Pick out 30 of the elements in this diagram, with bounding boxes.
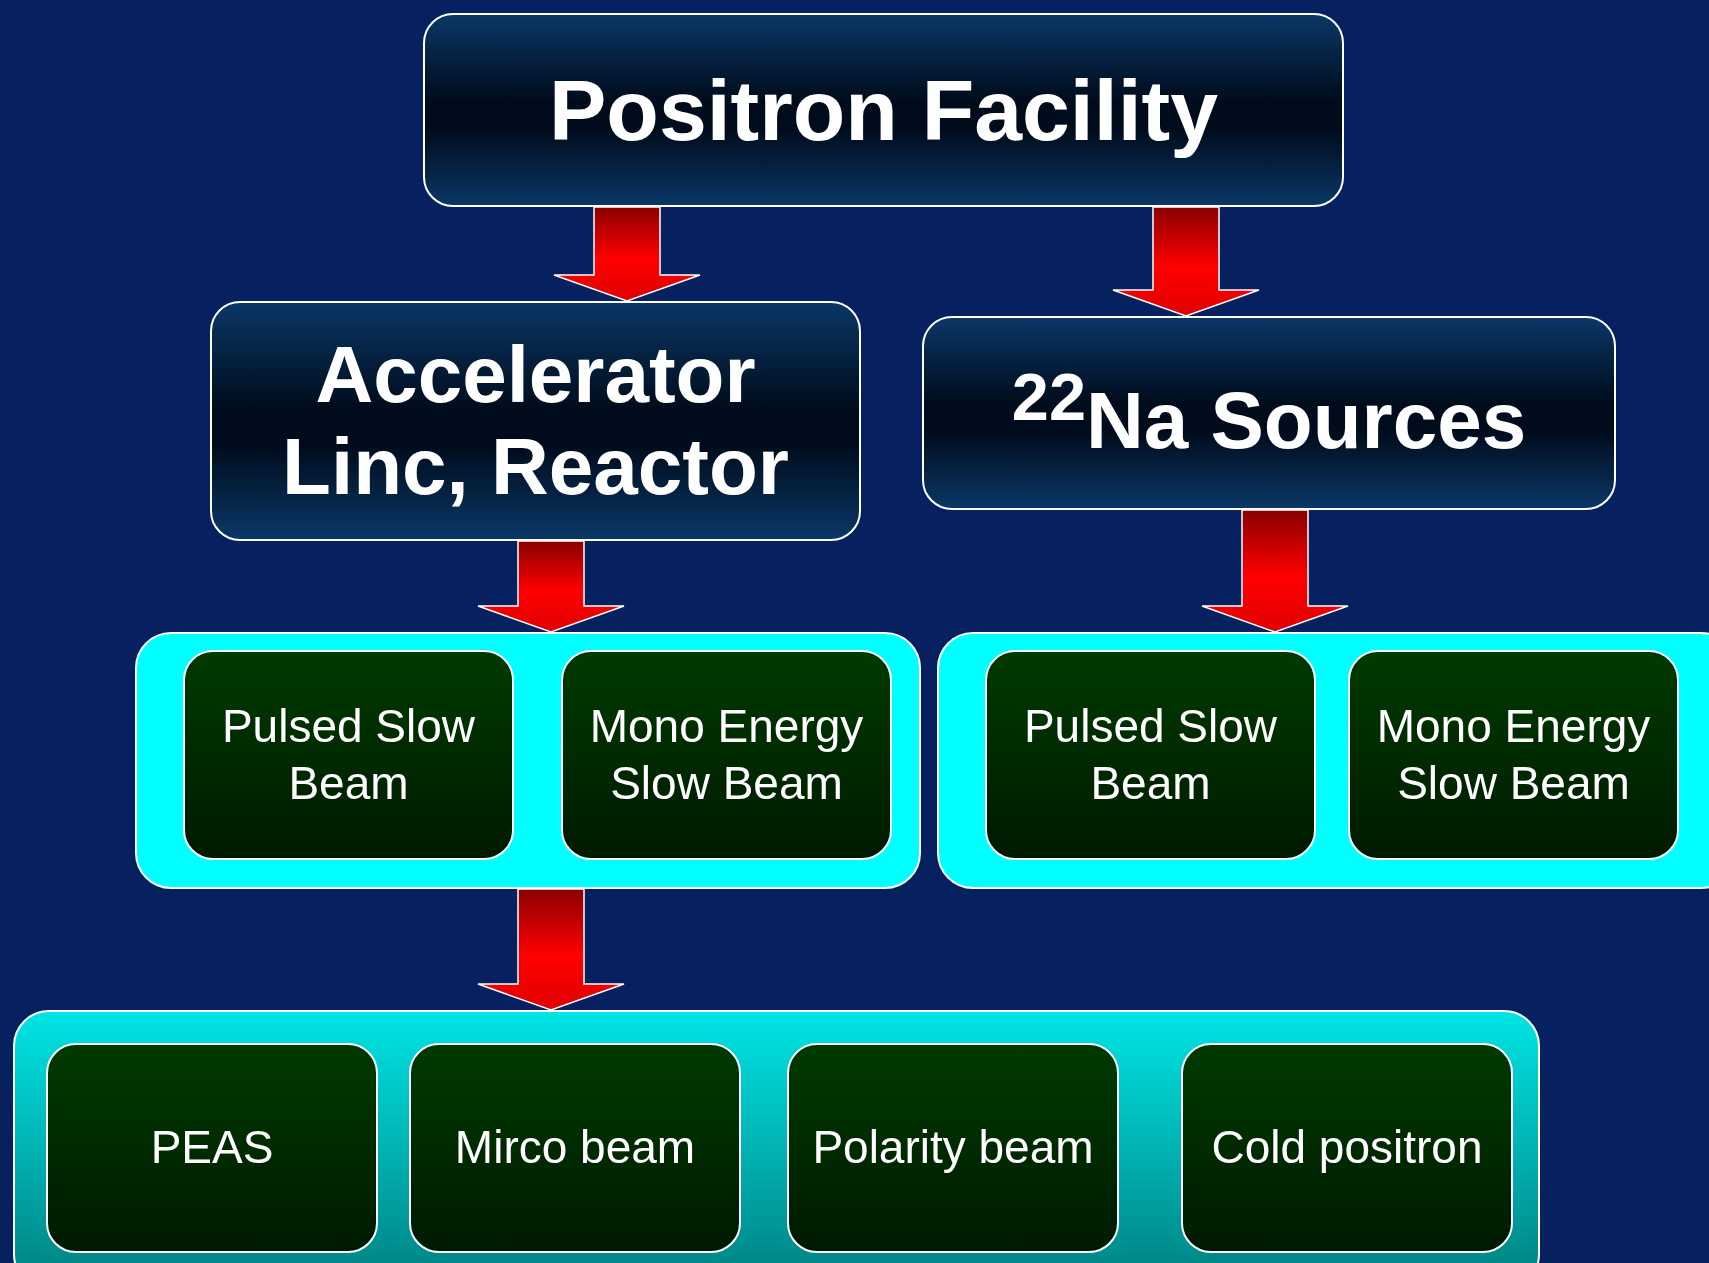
block-arrow: [477, 540, 625, 633]
box-label: Mono Energy Slow Beam: [588, 698, 865, 811]
box-label: Cold positron: [1210, 1120, 1484, 1176]
item-box: [561, 650, 892, 860]
box-label: Pulsed Slow Beam: [1022, 698, 1279, 811]
item-box: [1181, 1043, 1513, 1253]
box-label: Pulsed Slow Beam: [220, 698, 477, 811]
box-label: PEAS: [149, 1120, 275, 1176]
box-label: $^{22}$Na Sources: [1010, 359, 1528, 467]
block-arrow: [1201, 509, 1349, 633]
group-panel: [135, 632, 921, 889]
heading-box: [210, 301, 861, 541]
item-box: [985, 650, 1316, 860]
item-box: [409, 1043, 741, 1253]
box-label: Positron Facility: [548, 60, 1219, 160]
item-box: [1348, 650, 1679, 860]
heading-box: [423, 13, 1344, 207]
item-box: [183, 650, 514, 860]
block-arrow: [477, 888, 625, 1011]
block-arrow: [1112, 206, 1260, 317]
box-label: Accelerator Linc, Reactor: [281, 329, 790, 513]
group-panel: [13, 1010, 1540, 1263]
group-panel: [937, 632, 1709, 889]
item-box: [46, 1043, 378, 1253]
box-label: Mono Energy Slow Beam: [1375, 698, 1652, 811]
heading-box: [922, 316, 1616, 510]
item-box: [787, 1043, 1119, 1253]
box-label: Polarity beam: [811, 1120, 1095, 1176]
box-label: Mirco beam: [453, 1120, 697, 1176]
block-arrow: [553, 206, 701, 302]
